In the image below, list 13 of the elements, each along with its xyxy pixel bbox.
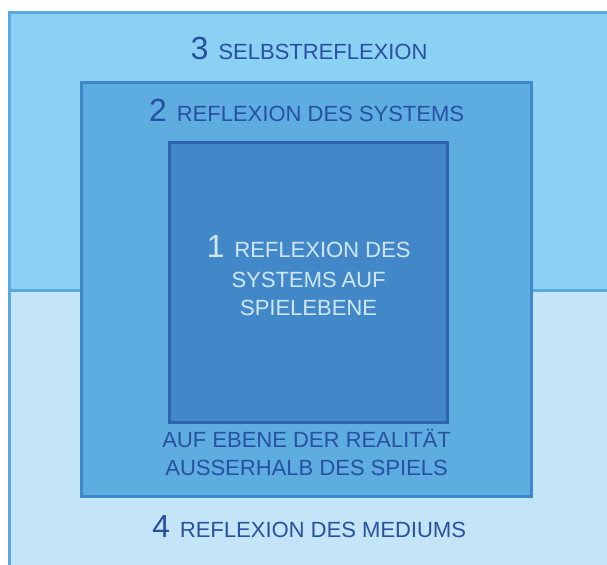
- level-number: 3: [190, 30, 208, 66]
- level-label: REFLEXION DES SYSTEMS: [176, 101, 464, 126]
- outer-band: [8, 498, 607, 565]
- level-number: 4: [152, 508, 170, 544]
- outer-band: [8, 11, 607, 81]
- level-label: REFLEXION DES MEDIUMS: [180, 517, 466, 542]
- level-number: 2: [148, 92, 167, 128]
- level-number: 1: [206, 228, 224, 264]
- level-label: AUF EBENE DER REALITÄT AUSSERHALB DES SPIELS: [162, 427, 451, 480]
- level-label: SELBSTREFLEXION: [218, 39, 428, 64]
- game-level-box: [168, 141, 449, 424]
- system-box: [80, 81, 533, 498]
- level-label: REFLEXION DES SYSTEMS AUF SPIELEBENE: [231, 237, 410, 320]
